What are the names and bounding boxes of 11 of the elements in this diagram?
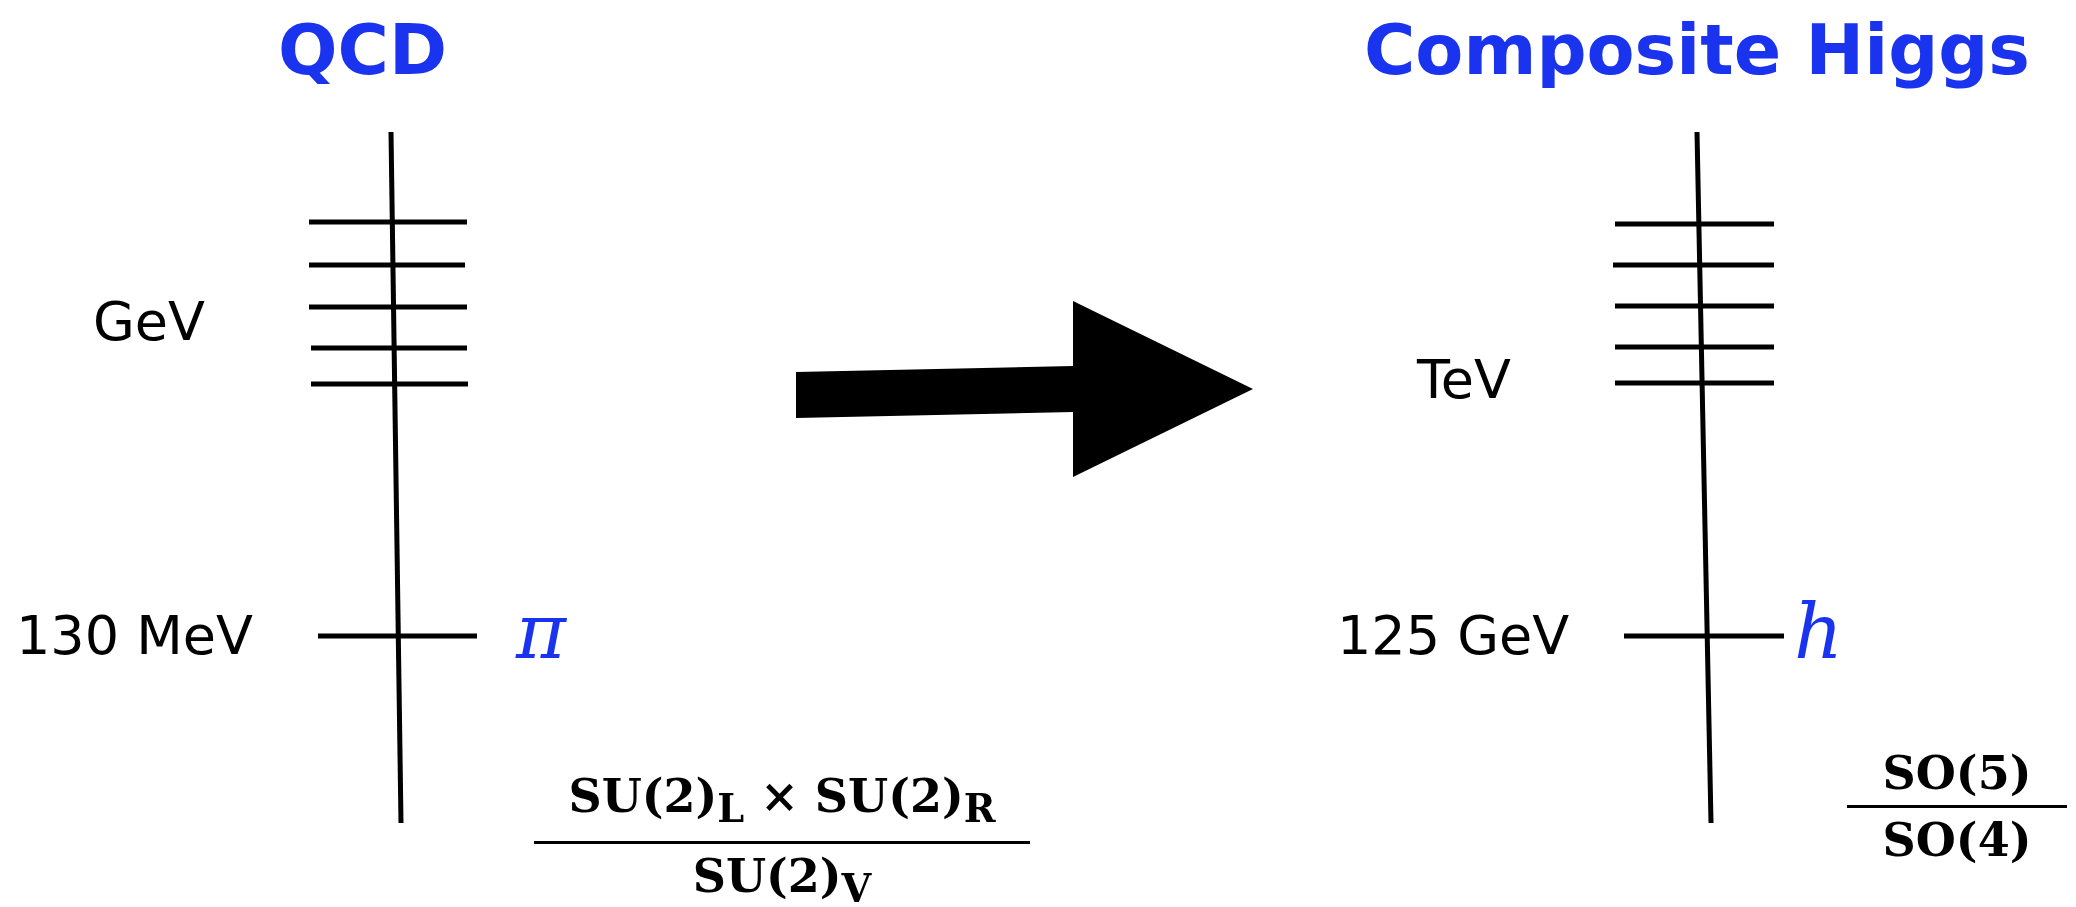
scale-label: GeV [93,292,205,352]
scale-label: 130 MeV [16,606,253,666]
particle-symbol: h [1794,592,1843,672]
scale-label: TeV [1417,350,1511,410]
coset-fraction: SU(2)$_{L}$ × SU(2)$_{R}$ SU(2)$_{V}$ [534,768,1030,907]
coset-fraction: SO(5) SO(4) [1847,745,2067,868]
panel-title: QCD [278,10,447,90]
scale-label: 125 GeV [1337,606,1570,666]
arrow [796,301,1253,477]
panel-title: Composite Higgs [1364,10,2031,90]
particle-symbol: π [516,592,566,672]
